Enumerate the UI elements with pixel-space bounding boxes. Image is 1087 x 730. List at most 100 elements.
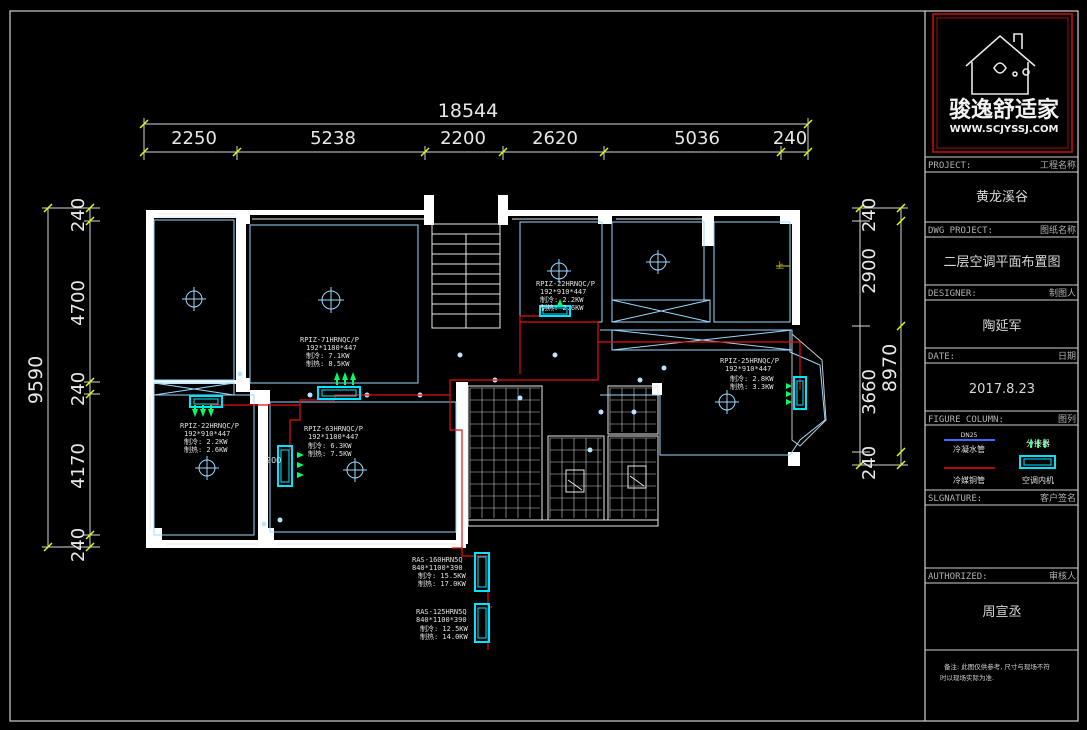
svg-text:RPIZ-22HRNQC/P: RPIZ-22HRNQC/P <box>536 280 595 288</box>
indoor-unit-bay-room <box>793 376 807 410</box>
legend-drain-pipe-label: 冷凝水管 <box>953 444 985 454</box>
svg-text:制热: 2.6KW: 制热: 2.6KW <box>540 303 584 312</box>
svg-text:制热: 2.6KW: 制热: 2.6KW <box>184 445 228 454</box>
dim-left-4: 4170 <box>68 443 89 489</box>
unit-label-bedroom-top: RPIZ-22HRNQC/P 192*910*447 制冷: 2.2KW 制热:… <box>536 280 595 312</box>
dim-right-2: 2900 <box>859 248 880 294</box>
legend-indoor-unit-label: 空调内机 <box>1022 475 1054 485</box>
indoor-units <box>189 305 807 487</box>
dimension-ticks <box>43 119 906 552</box>
svg-text:制冷: 2.2KW: 制冷: 2.2KW <box>540 295 584 304</box>
dimension-texts: 18544 2250 5238 2200 2620 5036 240 9590 … <box>25 100 901 562</box>
date-label: DATE: <box>928 352 955 362</box>
unit-label-living: RPIZ-71HRNQC/P 192*1180*447 制冷: 7.1KW 制热… <box>300 336 359 368</box>
svg-text:RPIZ-25HRNQC/P: RPIZ-25HRNQC/P <box>720 357 779 365</box>
svg-text:制冷: 2.2KW: 制冷: 2.2KW <box>184 437 228 446</box>
unit-label-bay-room: RPIZ-25HRNQC/P 192*910*447 制冷: 2.8KW 制热:… <box>720 357 779 391</box>
dim-left-3: 240 <box>68 372 89 406</box>
svg-text:192*910*447: 192*910*447 <box>540 288 586 296</box>
svg-text:制热: 17.0KW: 制热: 17.0KW <box>418 579 467 588</box>
dim-right-total: 8970 <box>879 344 901 392</box>
ceiling-lights <box>182 250 739 482</box>
signature-label-cn: 客户签名 <box>1040 492 1076 504</box>
svg-text:制热: 8.5KW: 制热: 8.5KW <box>306 359 350 368</box>
windows <box>149 213 702 545</box>
svg-text:制热: 3.3KW: 制热: 3.3KW <box>730 382 774 391</box>
note-line-1: 备注: 此图仅供参考, 尺寸与现场不符 <box>944 662 1050 671</box>
sheet-frame <box>9 10 1079 722</box>
dim-left-total: 9590 <box>25 356 47 404</box>
logo-url: WWW.SCJYSSJ.COM <box>950 124 1059 135</box>
authorized-value: 周宣丞 <box>982 604 1021 620</box>
authorized-label: AUTHORIZED: <box>928 572 988 582</box>
svg-text:RPIZ-63HRNQC/P: RPIZ-63HRNQC/P <box>304 425 363 433</box>
svg-text:制热: 14.0KW: 制热: 14.0KW <box>420 632 469 641</box>
unit-label-bedroom-left: RPIZ-22HRNQC/P 192*910*447 制冷: 2.2KW 制热:… <box>180 422 239 454</box>
title-block: 骏逸舒适家 WWW.SCJYSSJ.COM PROJECT: 工程名称 黄龙溪谷… <box>925 13 1078 682</box>
project-label: PROJECT: <box>928 161 971 171</box>
dwg-project-label-cn: 图纸名称 <box>1040 224 1076 236</box>
svg-text:192*1180*447: 192*1180*447 <box>306 344 357 352</box>
figure-column-label: FIGURE COLUMN: <box>928 415 1004 425</box>
svg-text:RPIZ-71HRNQC/P: RPIZ-71HRNQC/P <box>300 336 359 344</box>
dim-right-3: 3660 <box>859 369 880 415</box>
dim-top-4: 2620 <box>532 128 578 149</box>
dimension-lines <box>42 118 908 548</box>
downlights <box>237 352 667 527</box>
svg-text:制冷: 12.5KW: 制冷: 12.5KW <box>420 624 469 633</box>
outdoor-label-1: RAS-160HRN5Q 840*1100*390 制冷: 15.5KW 制热:… <box>412 556 467 588</box>
dim-right-1: 240 <box>859 198 880 232</box>
bathroom-fixtures <box>467 385 659 527</box>
note-line-2: 时以现场实际为准. <box>940 673 994 682</box>
svg-text:RPIZ-22HRNQC/P: RPIZ-22HRNQC/P <box>180 422 239 430</box>
dim-right-4: 240 <box>859 446 880 480</box>
designer-value: 陶延军 <box>982 318 1021 334</box>
dim-top-3: 2200 <box>440 128 486 149</box>
dim-top-2: 5238 <box>310 128 356 149</box>
indoor-unit-bedroom-top <box>539 305 571 317</box>
staircase <box>431 223 501 329</box>
outdoor-unit-2 <box>474 603 490 643</box>
unit-label-dining: RPIZ-63HRNQC/P 192*1180*447 制冷: 6.3KW 制热… <box>304 425 363 458</box>
outdoor-units <box>474 552 490 643</box>
svg-text:制冷: 2.8KW: 制冷: 2.8KW <box>730 374 774 383</box>
dim-top-1: 2250 <box>171 128 217 149</box>
dim-top-5: 5036 <box>674 128 720 149</box>
authorized-label-cn: 审核人 <box>1049 570 1076 582</box>
dim-top-6: 240 <box>773 128 807 149</box>
svg-text:840*1100*390: 840*1100*390 <box>412 564 463 572</box>
date-value: 2017.8.23 <box>969 382 1035 397</box>
walls <box>146 195 800 548</box>
svg-text:RAS-125HRN5Q: RAS-125HRN5Q <box>416 608 467 616</box>
designer-label: DESIGNER: <box>928 289 977 299</box>
indoor-unit-dining <box>277 445 293 487</box>
dim-total-top: 18544 <box>438 100 498 122</box>
splitter-arrows <box>192 299 792 478</box>
signature-label: SLGNATURE: <box>928 494 982 504</box>
unit-labels: RPIZ-71HRNQC/P 192*1180*447 制冷: 7.1KW 制热… <box>180 280 779 641</box>
svg-text:制冷: 15.5KW: 制冷: 15.5KW <box>418 571 467 580</box>
svg-text:840*1100*390: 840*1100*390 <box>416 616 467 624</box>
logo-brand: 骏逸舒适家 <box>949 97 1060 123</box>
dim-left-1: 240 <box>68 198 89 232</box>
house-logo-icon <box>965 33 1036 95</box>
svg-text:制冷: 7.1KW: 制冷: 7.1KW <box>306 351 350 360</box>
dim-left-2: 4700 <box>68 280 89 326</box>
indoor-unit-living <box>317 386 361 400</box>
legend-refrigerant-pipe-label: 冷媒铜管 <box>953 475 985 485</box>
interior-lines <box>153 219 827 536</box>
dwg-project-label: DWG PROJECT: <box>928 226 993 236</box>
date-label-cn: 日期 <box>1058 351 1076 362</box>
outdoor-label-2: RAS-125HRN5Q 840*1100*390 制冷: 12.5KW 制热:… <box>416 608 469 641</box>
logo-frame <box>932 13 1073 153</box>
legend-tag-dn25: DN25 <box>961 432 978 439</box>
figure-column-label-cn: 图列 <box>1058 413 1076 425</box>
svg-text:制热: 7.5KW: 制热: 7.5KW <box>308 449 352 458</box>
svg-text:制冷: 6.3KW: 制冷: 6.3KW <box>308 441 352 450</box>
dwg-project-value: 二层空调平面布置图 <box>943 255 1060 270</box>
designer-label-cn: 制图人 <box>1049 287 1076 299</box>
project-value: 黄龙溪谷 <box>976 190 1028 205</box>
refrigerant-pipes <box>210 315 801 650</box>
indoor-unit-bedroom-left <box>189 395 223 408</box>
